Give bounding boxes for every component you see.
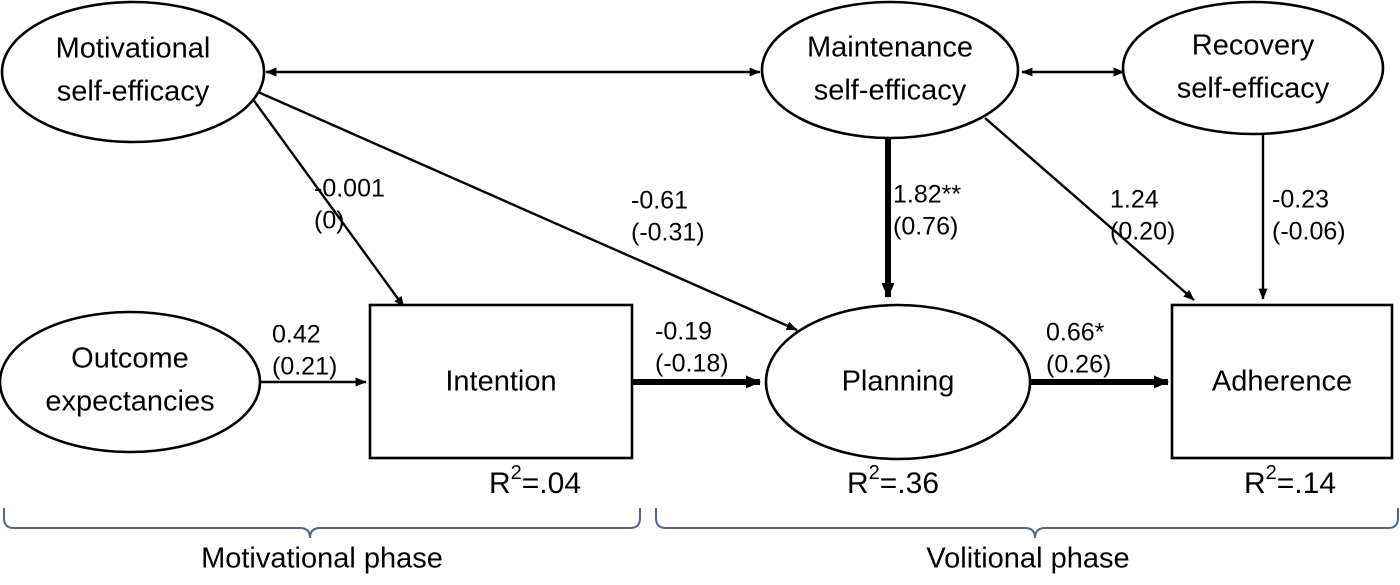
- edge-standardized: (0.21): [272, 353, 337, 381]
- r2-planning: R2=.36: [847, 462, 939, 500]
- edge-planning-adherence: 0.66* (0.26): [1030, 319, 1169, 389]
- r2-value: =.04: [522, 467, 581, 500]
- edge-standardized: (-0.18): [655, 350, 729, 378]
- brace-path: [3, 508, 641, 539]
- r2-prefix: R: [1244, 467, 1266, 500]
- node-ellipse: [1121, 0, 1385, 136]
- node-ellipse: [0, 0, 266, 144]
- r2-value: =.14: [1277, 467, 1336, 500]
- edge-recovery-adherence: -0.23 (-0.06): [1258, 134, 1346, 300]
- edge-line: [984, 117, 1195, 301]
- edge-coefficient: 0.66*: [1046, 319, 1105, 347]
- node-label-line1: Adherence: [1212, 366, 1352, 398]
- r2-text: R2=.04: [489, 462, 581, 500]
- edge-standardized: (0.76): [893, 213, 958, 241]
- node-outcome-expectancies[interactable]: Outcome expectancies: [0, 310, 262, 454]
- brace-volitional-phase: Volitional phase: [655, 508, 1399, 575]
- node-ellipse: [764, 303, 1032, 461]
- r2-adherence: R2=.14: [1244, 462, 1336, 500]
- node-maintenance-self-efficacy[interactable]: Maintenance self-efficacy: [760, 0, 1020, 140]
- node-label-line1: Outcome: [71, 343, 189, 375]
- node-label-line1: Intention: [445, 366, 556, 398]
- edge-standardized: (-0.06): [1272, 218, 1346, 246]
- node-label-line2: self-efficacy: [1177, 73, 1330, 105]
- r2-prefix: R: [847, 467, 869, 500]
- node-ellipse: [0, 310, 262, 454]
- edge-standardized: (0.20): [1110, 218, 1175, 246]
- r2-exponent: 2: [1266, 462, 1277, 484]
- r2-intention: R2=.04: [489, 462, 581, 500]
- edge-standardized: (0): [314, 207, 345, 235]
- node-recovery-self-efficacy[interactable]: Recovery self-efficacy: [1121, 0, 1385, 136]
- edge-line: [251, 97, 405, 308]
- edge-line: [257, 90, 798, 332]
- r2-exponent: 2: [869, 462, 880, 484]
- edge-maintenance-adherence: 1.24 (0.20): [984, 117, 1195, 301]
- node-label-line1: Maintenance: [807, 32, 973, 64]
- brace-motivational-phase: Motivational phase: [3, 508, 641, 575]
- node-ellipse: [760, 0, 1020, 140]
- node-label-line2: expectancies: [45, 386, 214, 418]
- edge-coefficient: 1.24: [1110, 186, 1159, 214]
- edge-coefficient: -0.23: [1272, 186, 1329, 214]
- edge-coefficient: -0.001: [314, 175, 385, 203]
- edge-coefficient: 1.82**: [893, 181, 961, 209]
- edge-coefficient: 0.42: [272, 321, 321, 349]
- edge-maintenance-planning: 1.82** (0.76): [881, 139, 961, 298]
- r2-text: R2=.36: [847, 462, 939, 500]
- node-rect: [368, 303, 634, 460]
- edge-mse-planning: -0.61 (-0.31): [257, 90, 798, 332]
- node-rect: [1170, 303, 1394, 460]
- node-adherence[interactable]: Adherence: [1170, 303, 1394, 460]
- node-intention[interactable]: Intention: [368, 303, 634, 460]
- edge-standardized: (0.26): [1046, 351, 1111, 379]
- edge-coefficient: -0.19: [655, 318, 712, 346]
- phase-label: Motivational phase: [201, 543, 443, 575]
- edge-intention-planning: -0.19 (-0.18): [632, 318, 761, 389]
- node-label-line1: Planning: [842, 366, 955, 398]
- phase-label: Volitional phase: [926, 543, 1129, 575]
- r2-value: =.36: [880, 467, 939, 500]
- node-label-line1: Motivational: [56, 33, 211, 65]
- brace-path: [655, 508, 1399, 539]
- r2-text: R2=.14: [1244, 462, 1336, 500]
- r2-prefix: R: [489, 467, 511, 500]
- node-motivational-self-efficacy[interactable]: Motivational self-efficacy: [0, 0, 266, 144]
- edge-coefficient: -0.61: [631, 187, 688, 215]
- node-label-line2: self-efficacy: [814, 75, 967, 107]
- node-planning[interactable]: Planning: [764, 303, 1032, 461]
- edge-mse-intention: -0.001 (0): [251, 97, 405, 308]
- r2-exponent: 2: [511, 462, 522, 484]
- node-label-line1: Recovery: [1192, 30, 1315, 62]
- node-label-line2: self-efficacy: [57, 76, 210, 108]
- edge-standardized: (-0.31): [631, 219, 705, 247]
- edge-outcome-intention: 0.42 (0.21): [259, 321, 367, 387]
